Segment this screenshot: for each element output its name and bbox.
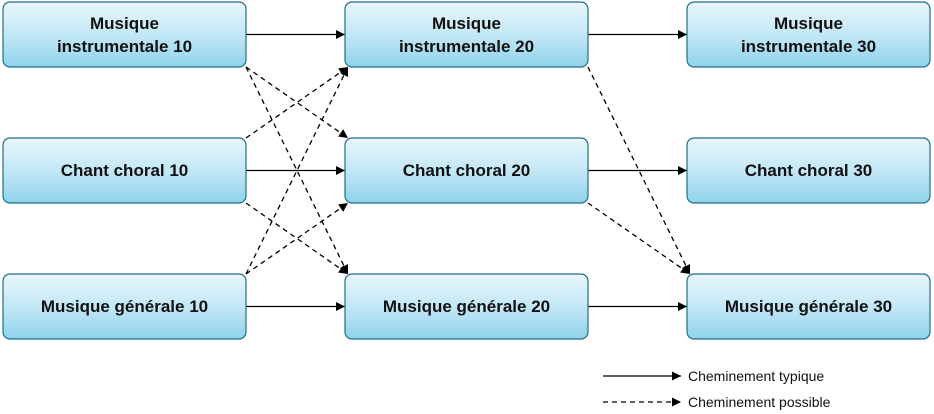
node-label-line2: instrumentale 10 <box>57 37 192 56</box>
node-musique-generale-30: Musique générale 30 <box>686 273 931 340</box>
arrow-possible-cc10-mi20 <box>245 66 349 139</box>
node-label: Musique générale 20 <box>383 297 550 316</box>
node-musique-instrumentale-20: Musique instrumentale 20 <box>344 1 589 68</box>
arrow-possible-mi20-mg30 <box>587 66 691 275</box>
node-musique-instrumentale-10: Musique instrumentale 10 <box>2 1 247 68</box>
node-label-line1: Musique <box>774 14 843 33</box>
node-chant-choral-30: Chant choral 30 <box>686 137 931 204</box>
node-label: Chant choral 20 <box>403 161 531 180</box>
node-label: Musique générale 10 <box>41 297 208 316</box>
arrow-possible-mg10-mi20 <box>245 66 349 275</box>
node-label-line1: Musique <box>90 14 159 33</box>
arrow-possible-mg10-cc20 <box>245 202 349 275</box>
legend-typical-label: Cheminement typique <box>688 368 824 384</box>
arrow-possible-mi10-mg20 <box>245 66 349 275</box>
legend: Cheminement typique Cheminement possible <box>603 368 831 410</box>
arrow-possible-mi10-cc20 <box>245 66 349 139</box>
node-label-line2: instrumentale 30 <box>741 37 876 56</box>
node-musique-instrumentale-30: Musique instrumentale 30 <box>686 1 931 68</box>
node-label: Musique générale 30 <box>725 297 892 316</box>
arrow-possible-cc10-mg20 <box>245 202 349 275</box>
node-chant-choral-20: Chant choral 20 <box>344 137 589 204</box>
node-label: Chant choral 10 <box>61 161 189 180</box>
node-musique-generale-20: Musique générale 20 <box>344 273 589 340</box>
node-label-line1: Musique <box>432 14 501 33</box>
arrow-possible-cc20-mg30 <box>587 202 691 275</box>
node-chant-choral-10: Chant choral 10 <box>2 137 247 204</box>
node-label-line2: instrumentale 20 <box>399 37 534 56</box>
connections <box>245 30 691 311</box>
node-label: Chant choral 30 <box>745 161 873 180</box>
legend-possible-label: Cheminement possible <box>688 394 831 410</box>
node-musique-generale-10: Musique générale 10 <box>2 273 247 340</box>
